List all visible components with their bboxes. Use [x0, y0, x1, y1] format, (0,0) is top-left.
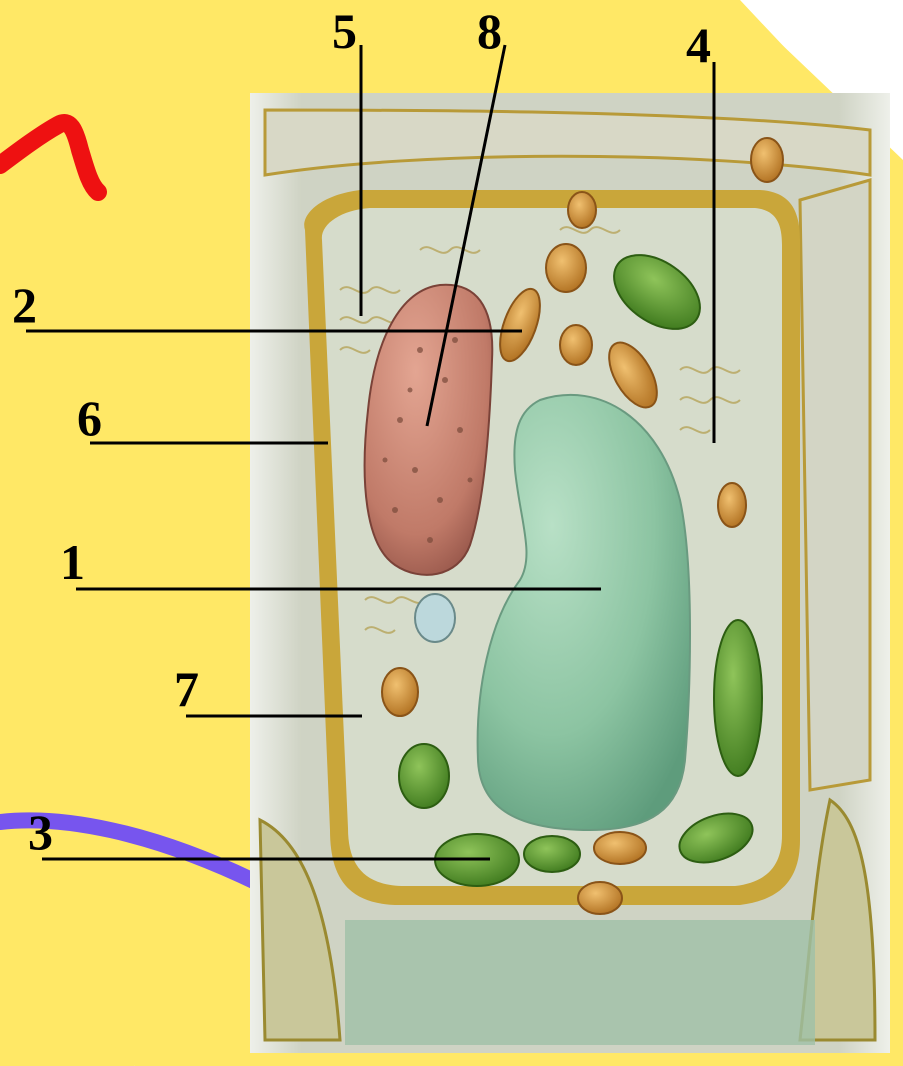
mitochondrion	[594, 832, 646, 864]
label-7: 7	[174, 664, 199, 714]
cell-illustration	[250, 93, 890, 1053]
mitochondrion	[718, 483, 746, 527]
mitochondrion	[546, 244, 586, 292]
neighbor-cell-right	[800, 180, 870, 790]
label-1: 1	[60, 537, 85, 587]
label-6: 6	[77, 393, 102, 443]
mitochondrion	[382, 668, 418, 716]
chloroplast	[714, 620, 762, 776]
mitochondrion	[751, 138, 783, 182]
chloroplast	[524, 836, 580, 872]
vesicle	[415, 594, 455, 642]
mitochondrion	[568, 192, 596, 228]
label-4: 4	[686, 20, 711, 70]
lower-tissue	[345, 920, 815, 1045]
mitochondrion	[560, 325, 592, 365]
label-2: 2	[12, 280, 37, 330]
label-3: 3	[28, 807, 53, 857]
chloroplast	[399, 744, 449, 808]
label-5: 5	[332, 6, 357, 56]
label-8: 8	[477, 6, 502, 56]
mitochondrion	[578, 882, 622, 914]
